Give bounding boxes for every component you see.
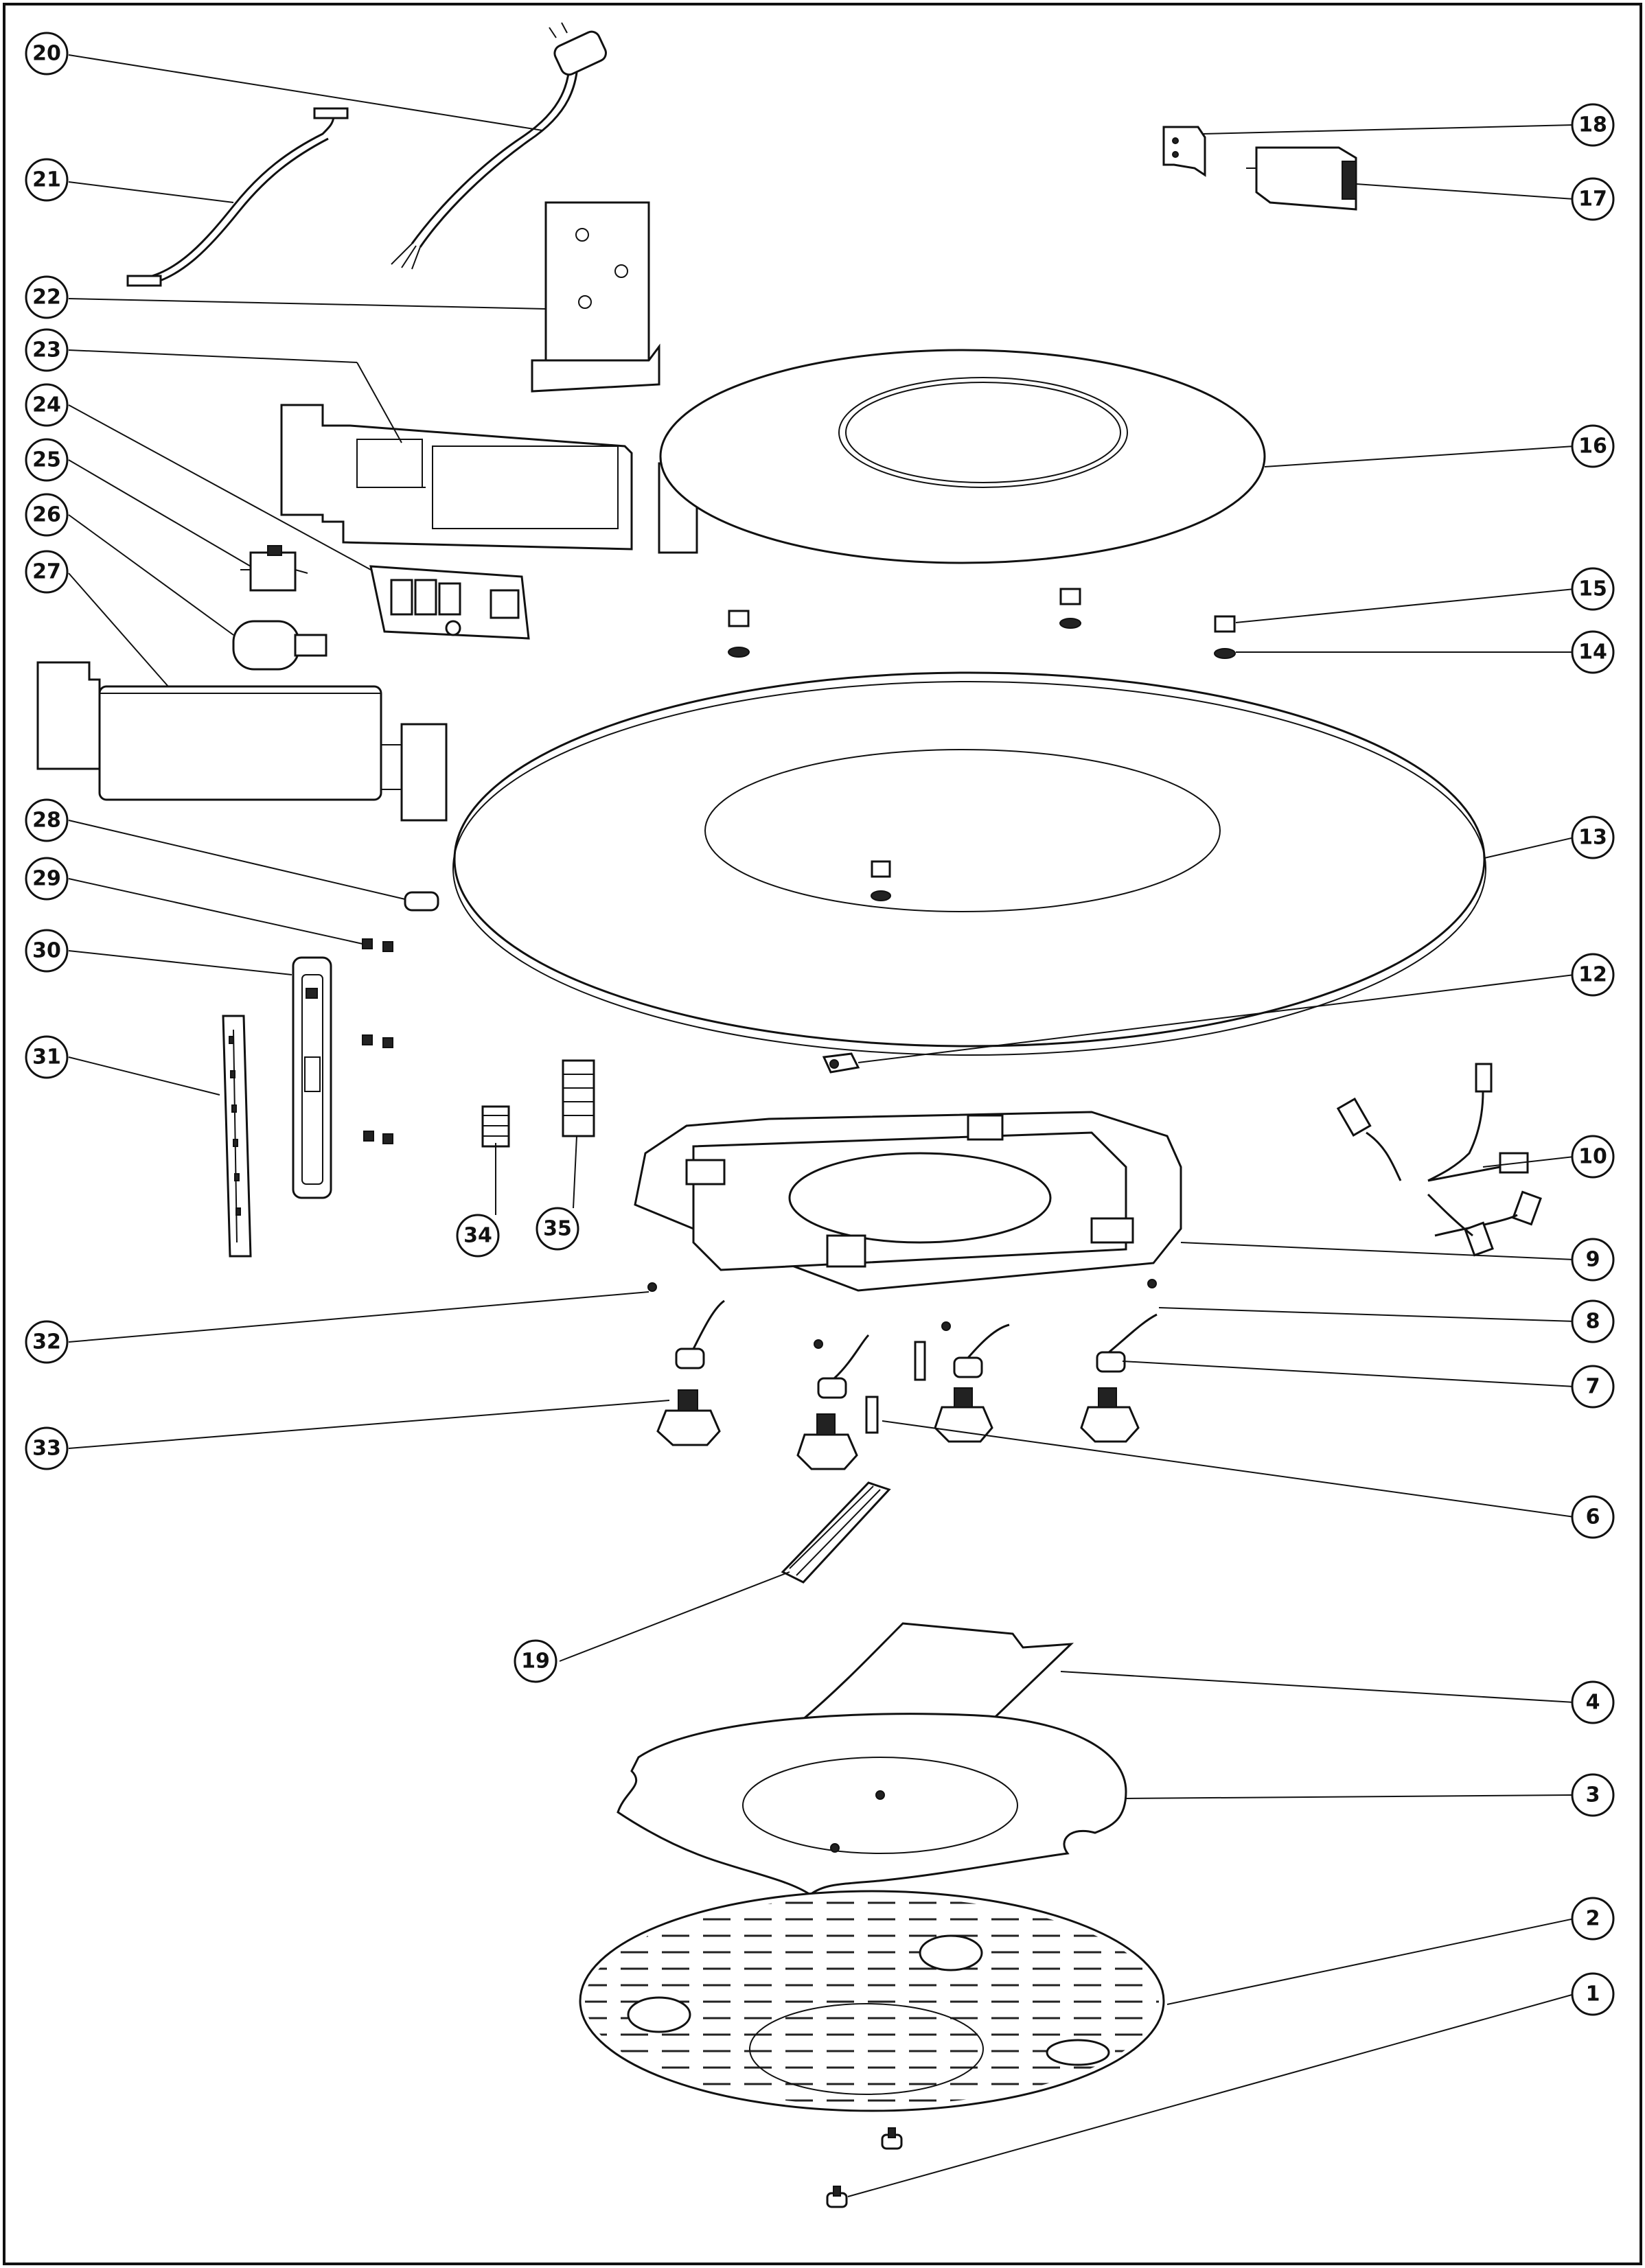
part-lamps-holders [647,1279,1158,1470]
callout-label: 14 [1578,640,1607,664]
callout-label: 2 [1586,1907,1600,1931]
callout-26: 26 [25,493,69,537]
part-ribbon-cable [126,107,349,287]
part-strip-31 [222,1015,252,1258]
part-bracket-18 [1162,126,1206,177]
callout-17: 17 [1571,177,1615,221]
callout-10: 10 [1571,1135,1615,1179]
callout-15: 15 [1571,567,1615,611]
callout-label: 33 [32,1437,61,1461]
callout-label: 23 [32,338,61,362]
callout-25: 25 [25,438,69,482]
part-bracket-22 [531,201,660,393]
callout-label: 1 [1586,1982,1600,2006]
part-transformer-17 [1246,146,1357,211]
callout-label: 35 [543,1217,572,1241]
callout-label: 25 [32,448,61,472]
callout-33: 33 [25,1426,69,1470]
callout-14: 14 [1571,630,1615,674]
callout-19: 19 [514,1639,557,1683]
callout-label: 19 [521,1650,550,1674]
part-grommets-15-14 [728,588,1236,659]
callout-2: 2 [1571,1897,1615,1941]
part-ring-13 [452,671,1486,1056]
callout-6: 6 [1571,1495,1615,1539]
part-chassis-9 [634,1111,1182,1292]
part-clip-12 [822,1052,860,1074]
callout-27: 27 [25,550,69,594]
callout-label: 9 [1586,1248,1600,1272]
callout-label: 32 [32,1330,61,1354]
part-spring-34 [481,1105,510,1148]
callout-label: 34 [463,1224,492,1248]
callout-31: 31 [25,1035,69,1079]
callout-label: 12 [1578,963,1607,987]
callout-label: 20 [32,42,61,66]
callout-label: 22 [32,286,61,310]
callout-label: 28 [32,809,61,833]
callout-21: 21 [25,158,69,202]
callout-1: 1 [1571,1972,1615,2016]
callout-22: 22 [25,275,69,319]
callout-label: 7 [1586,1375,1600,1399]
callout-16: 16 [1571,424,1615,468]
part-nuts-29 [362,938,393,1144]
part-housing-23 [280,404,698,554]
callout-label: 17 [1578,187,1607,211]
callout-label: 3 [1586,1783,1600,1807]
callout-12: 12 [1571,953,1615,997]
callout-30: 30 [25,929,69,973]
callout-32: 32 [25,1320,69,1364]
callout-label: 29 [32,867,61,891]
callout-4: 4 [1571,1680,1615,1724]
part-power-cord [391,22,607,270]
part-housing-27 [36,661,448,822]
callout-label: 21 [32,168,61,192]
part-pcb-24 [369,565,530,640]
callout-28: 28 [25,798,69,842]
callout-20: 20 [25,32,69,76]
callout-23: 23 [25,328,69,372]
part-plate-3 [617,1713,1127,1896]
callout-13: 13 [1571,815,1615,859]
callout-label: 15 [1578,577,1607,601]
part-grille-2 [579,1890,1165,2112]
part-capacitor-26 [232,620,327,671]
callout-35: 35 [536,1207,579,1251]
callout-label: 13 [1578,826,1607,850]
part-rail-19 [781,1481,891,1584]
part-fuse-28 [404,891,439,912]
leader-lines [68,54,1575,2197]
part-harness-10 [1336,1063,1542,1257]
callout-9: 9 [1571,1238,1615,1282]
callout-29: 29 [25,857,69,901]
callout-18: 18 [1571,103,1615,147]
callout-24: 24 [25,383,69,427]
part-ring-16 [659,349,1266,564]
callout-label: 10 [1578,1145,1607,1169]
callout-34: 34 [456,1214,500,1258]
callout-label: 18 [1578,113,1607,137]
callout-label: 26 [32,503,61,527]
part-screws-1 [826,2127,903,2208]
callout-7: 7 [1571,1365,1615,1409]
part-spring-35 [562,1059,595,1137]
callout-label: 16 [1578,435,1607,459]
callout-8: 8 [1571,1299,1615,1343]
callout-label: 6 [1586,1505,1600,1529]
callout-label: 8 [1586,1310,1600,1334]
callout-label: 31 [32,1045,61,1069]
callout-label: 24 [32,393,61,417]
callout-label: 4 [1586,1691,1600,1715]
part-switch-25 [240,545,308,592]
page-frame [3,3,1642,2265]
callout-label: 27 [32,560,61,584]
part-frame-30 [292,956,332,1199]
callout-3: 3 [1571,1773,1615,1817]
callout-label: 30 [32,939,61,963]
